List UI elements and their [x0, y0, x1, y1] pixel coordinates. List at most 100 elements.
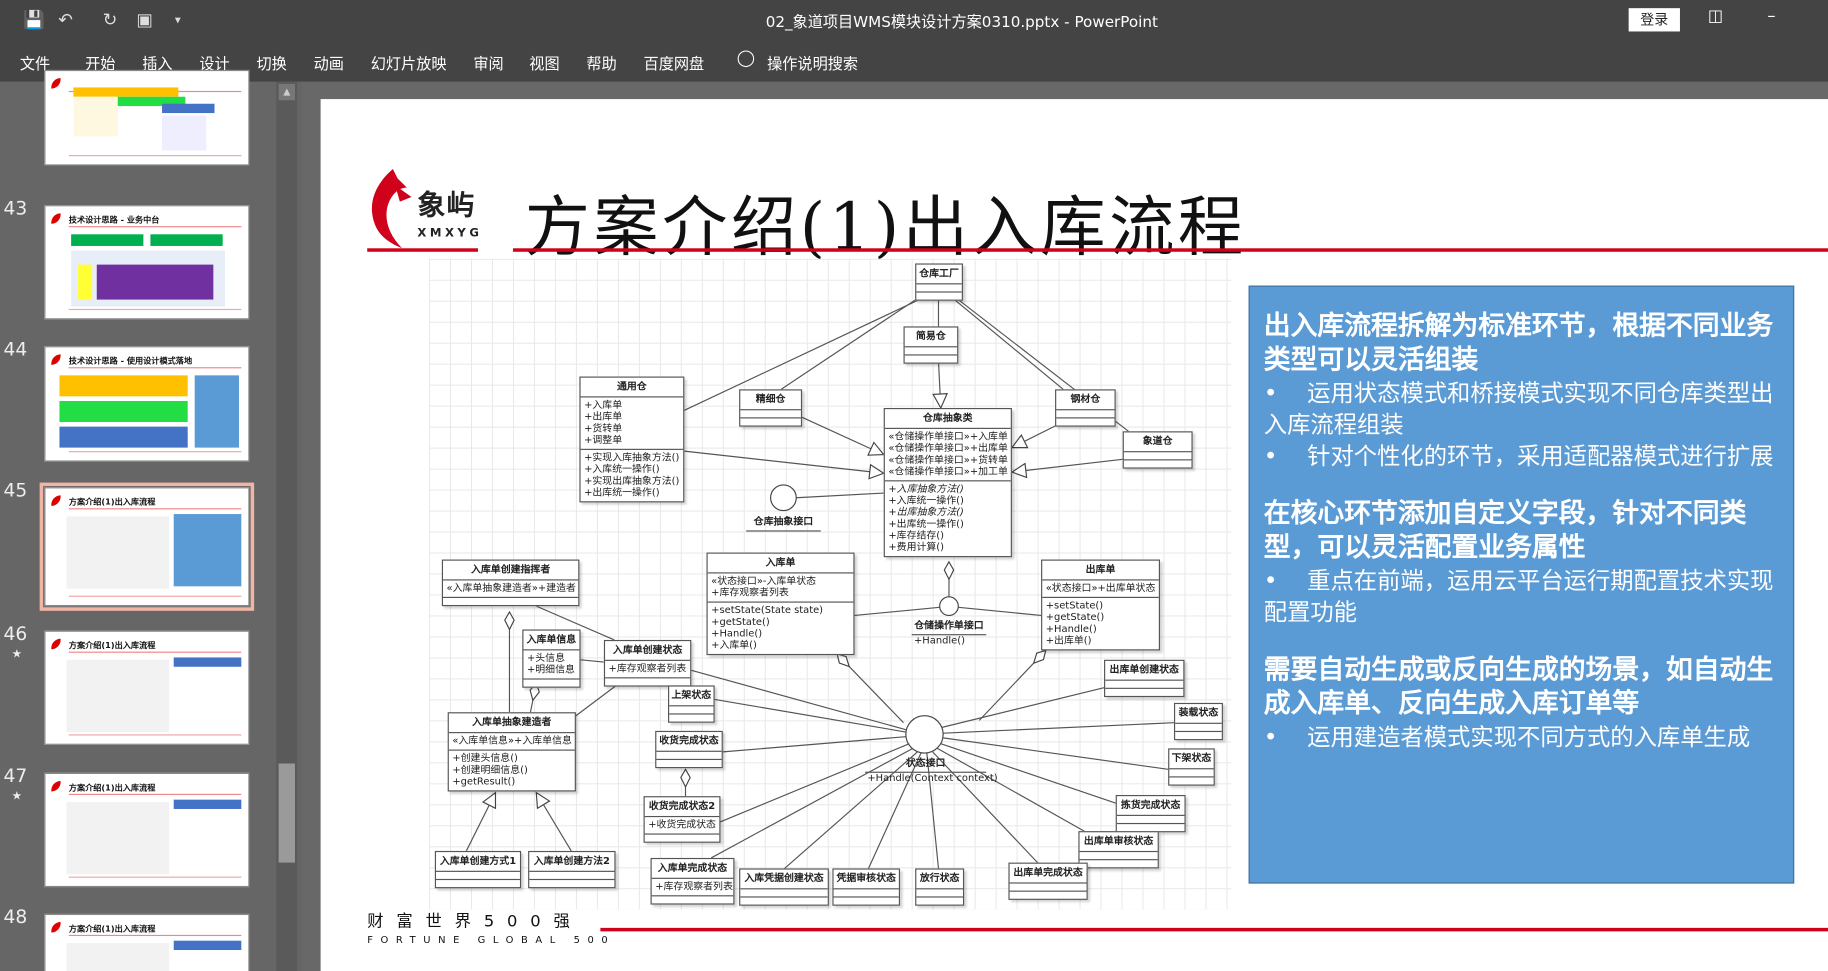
slide-thumbnail[interactable]: 方案介绍(1)出入库流程: [44, 772, 250, 888]
thumb-logo-icon: [51, 780, 61, 792]
thumb-block: [59, 400, 188, 422]
uml-class[interactable]: 象道仓: [1122, 431, 1193, 469]
class-methods: [904, 354, 958, 362]
tab-help[interactable]: 帮助: [586, 55, 617, 74]
class-name: 入库单: [765, 557, 796, 569]
ribbon-display-icon[interactable]: ◫: [1707, 6, 1724, 26]
uml-class[interactable]: 钢材仓: [1055, 389, 1116, 427]
uml-class[interactable]: 放行状态: [915, 868, 965, 906]
class-name: 装载状态: [1178, 707, 1219, 720]
slide-number: 48: [3, 905, 28, 928]
class-methods: [740, 417, 801, 425]
uml-class[interactable]: 入库单创建方式1: [434, 850, 522, 889]
thumb-footer-line: [68, 876, 242, 878]
uml-class[interactable]: 出库单创建状态: [1104, 659, 1185, 698]
thumb-logo-icon: [51, 213, 61, 224]
slide-thumbnail[interactable]: 方案介绍(1)出入库流程: [39, 482, 255, 611]
tab-transitions[interactable]: 切换: [256, 55, 287, 74]
class-method: +入库统一操作(): [584, 463, 660, 476]
uml-class[interactable]: 入库单信息+头信息+明细信息: [522, 629, 581, 688]
class-methods: [443, 596, 579, 605]
class-method: +入库单(): [711, 639, 757, 652]
tell-me-search[interactable]: 操作说明搜索: [767, 55, 859, 74]
scroll-up-icon[interactable]: ▲: [278, 83, 295, 101]
thumb-block: [150, 234, 223, 246]
scrollbar-thumb[interactable]: [278, 763, 295, 863]
class-method: +setState(State state): [711, 604, 824, 617]
uml-class[interactable]: 简易仓: [903, 326, 959, 364]
uml-class[interactable]: 入库单完成状态+库存观察者列表: [650, 857, 735, 905]
uml-class[interactable]: 上架状态: [668, 685, 715, 723]
uml-class[interactable]: 精细仓: [739, 389, 803, 427]
minimize-icon[interactable]: –: [1767, 6, 1776, 26]
class-attrs: [1105, 679, 1184, 688]
tab-design[interactable]: 设计: [199, 55, 230, 74]
uml-class[interactable]: 入库单创建方法2: [528, 850, 616, 889]
uml-class[interactable]: 仓库工厂: [915, 263, 963, 301]
tab-file[interactable]: 文件: [19, 55, 51, 74]
uml-class[interactable]: 收货完成状态: [655, 730, 723, 769]
slide-thumbnail[interactable]: 方案介绍(1)出入库流程: [44, 630, 250, 745]
class-attrs: +头信息+明细信息: [523, 649, 580, 678]
slide-number: 45: [3, 479, 28, 502]
class-attribute: +库存观察者列表: [711, 587, 789, 600]
class-attribute: +库存观察者列表: [655, 881, 733, 893]
panel-heading: 需要自动生成或反向生成的场景，如自动生成入库单、反向生成入库订单等: [1263, 655, 1774, 720]
undo-icon[interactable]: ↶: [58, 9, 73, 31]
summary-panel[interactable]: 出入库流程拆解为标准环节，根据不同业务类型可以灵活组装• 运用状态模式和桥接模式…: [1248, 285, 1795, 884]
login-button[interactable]: 登录: [1628, 8, 1680, 32]
class-attribute: +收货完成状态: [648, 819, 716, 832]
uml-class[interactable]: 入库单创建指挥者«入库单抽象建造者»+建造者: [441, 559, 580, 607]
uml-class[interactable]: 入库单抽象建造者«入库单信息»+入库单信息+创建头信息()+创建明细信息()+g…: [447, 712, 576, 792]
slide-title[interactable]: 方案介绍(1)出入库流程: [524, 190, 1247, 266]
slide-thumbnail[interactable]: [44, 69, 250, 166]
thumb-logo-icon: [51, 495, 61, 506]
uml-class[interactable]: 仓库抽象类«仓储操作单接口»+入库单«仓储操作单接口»+出库单«仓储操作单接口»…: [883, 407, 1012, 558]
slide-thumbnail[interactable]: 技术设计思路 - 业务中台: [44, 205, 250, 320]
tab-view[interactable]: 视图: [529, 55, 560, 74]
class-attribute: «仓储操作单接口»+入库单: [888, 431, 1008, 443]
save-icon[interactable]: 💾: [23, 9, 46, 31]
slide-thumbnail[interactable]: 方案介绍(1)出入库流程: [44, 913, 250, 971]
class-attribute: +入库单: [584, 399, 623, 412]
uml-class[interactable]: 装载状态: [1173, 702, 1223, 741]
class-name: 收货完成状态: [659, 735, 719, 748]
thumbnail-scrollbar[interactable]: ▲: [276, 81, 298, 971]
class-methods: [669, 713, 714, 721]
thumb-block: [66, 943, 170, 971]
class-name: 简易仓: [916, 331, 946, 343]
class-name: 出库单创建状态: [1109, 664, 1179, 677]
uml-class[interactable]: 出库单审核状态: [1078, 831, 1159, 869]
thumb-title-line: [68, 367, 242, 369]
class-attrs: [529, 870, 615, 879]
uml-class[interactable]: 下架状态: [1168, 748, 1215, 786]
present-from-start-icon[interactable]: ▣: [136, 9, 153, 31]
thumb-block: [73, 96, 118, 137]
uml-class[interactable]: 通用仓+入库单+出库单+货转单+调整单+实现入库抽象方法()+入库统一操作()+…: [579, 376, 685, 503]
thumb-title-line: [68, 226, 242, 228]
class-name: 入库单创建方式1: [439, 855, 517, 868]
uml-class[interactable]: 入库单创建状态+库存观察者列表: [603, 639, 692, 687]
redo-icon[interactable]: ↻: [102, 9, 118, 31]
panel-bullet: • 运用建造者模式实现不同方式的入库单生成: [1264, 722, 1779, 753]
class-methods: +setState()+getState()+Handle()+出库单(): [1042, 596, 1159, 649]
uml-class[interactable]: 入库单«状态接口»-入库单状态+库存观察者列表+setState(State s…: [706, 552, 855, 656]
slide-thumbnail[interactable]: 技术设计思路 - 使用设计模式落地: [44, 346, 250, 462]
uml-class[interactable]: 入库凭据创建状态: [739, 868, 829, 906]
uml-class[interactable]: 拣货完成状态: [1115, 794, 1186, 833]
tab-animations[interactable]: 动画: [313, 55, 344, 74]
thumb-title-line: [68, 934, 242, 937]
tab-baidu-netdisk[interactable]: 百度网盘: [643, 55, 705, 74]
tab-review[interactable]: 审阅: [473, 55, 504, 74]
customize-icon[interactable]: ▾: [174, 13, 181, 27]
uml-class[interactable]: 收货完成状态2+收货完成状态: [643, 796, 721, 843]
uml-class[interactable]: 凭据审核状态: [832, 868, 901, 906]
thumb-title: 方案介绍(1)出入库流程: [68, 783, 156, 793]
class-method: +Handle(): [1045, 623, 1097, 636]
uml-class[interactable]: 出库单完成状态: [1008, 862, 1088, 900]
class-methods: [740, 896, 828, 904]
tab-slideshow[interactable]: 幻灯片放映: [370, 55, 447, 74]
uml-class[interactable]: 出库单«状态接口»+出库单状态+setState()+getState()+Ha…: [1041, 559, 1160, 651]
tab-home[interactable]: 开始: [85, 55, 116, 74]
tab-insert[interactable]: 插入: [142, 55, 173, 74]
